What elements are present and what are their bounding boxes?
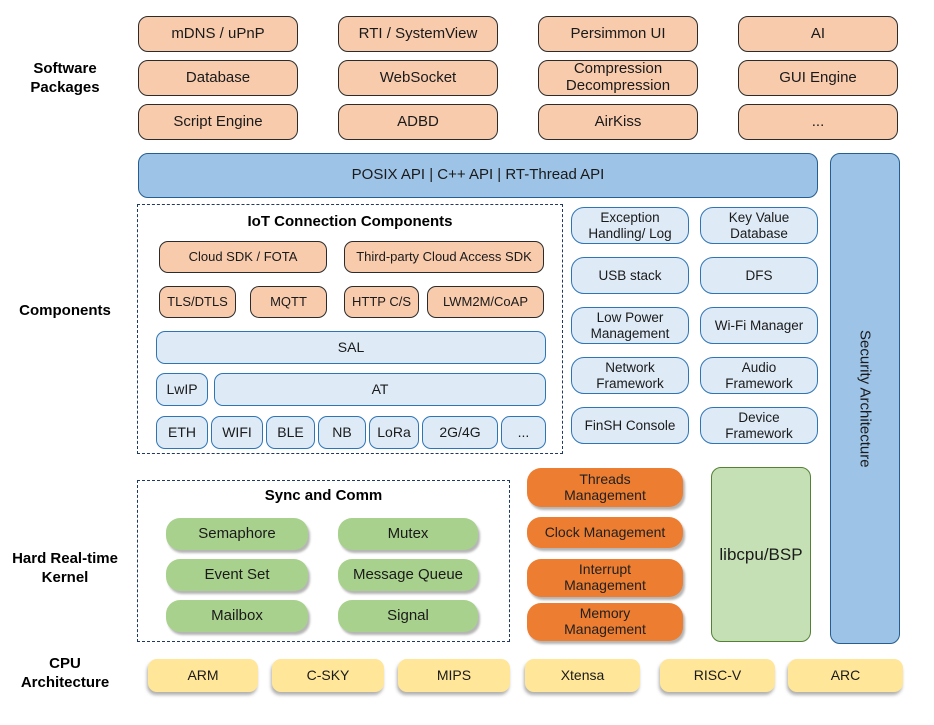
section-label-cpu: CPU Architecture bbox=[20, 655, 110, 691]
component-box-usb-stack: USB stack bbox=[571, 257, 689, 294]
iot-box-lwip: LwIP bbox=[156, 373, 208, 406]
kernel-box-threads-management: Threads Management bbox=[527, 468, 683, 507]
package-box-persimmon-ui: Persimmon UI bbox=[538, 16, 698, 52]
component-box-key-value-db: Key Value Database bbox=[700, 207, 818, 244]
security-architecture-bar: Security Architecture bbox=[830, 153, 900, 644]
component-box-wifi-manager: Wi-Fi Manager bbox=[700, 307, 818, 344]
security-architecture-label: Security Architecture bbox=[856, 329, 874, 468]
libcpu-bsp-box: libcpu/BSP bbox=[711, 467, 811, 642]
package-box-more: ... bbox=[738, 104, 898, 140]
cpu-box-arm: ARM bbox=[148, 659, 258, 692]
iot-link-wifi: WIFI bbox=[211, 416, 263, 449]
iot-box-tls-dtls: TLS/DTLS bbox=[159, 286, 236, 318]
package-box-compression: Compression Decompression bbox=[538, 60, 698, 96]
kernel-box-message-queue: Message Queue bbox=[338, 559, 478, 591]
cpu-box-c-sky: C-SKY bbox=[272, 659, 384, 692]
section-label-software-packages: Software Packages bbox=[30, 60, 100, 96]
kernel-box-mutex: Mutex bbox=[338, 518, 478, 550]
api-layer-bar: POSIX API | C++ API | RT-Thread API bbox=[138, 153, 818, 198]
iot-connection-components-box: IoT Connection Components Cloud SDK / FO… bbox=[137, 204, 563, 454]
package-box-database: Database bbox=[138, 60, 298, 96]
kernel-box-event-set: Event Set bbox=[166, 559, 308, 591]
iot-link-ble: BLE bbox=[266, 416, 315, 449]
iot-link-lora: LoRa bbox=[369, 416, 419, 449]
component-box-audio-framework: Audio Framework bbox=[700, 357, 818, 394]
iot-link-nb: NB bbox=[318, 416, 366, 449]
package-box-airkiss: AirKiss bbox=[538, 104, 698, 140]
kernel-box-interrupt-management: Interrupt Management bbox=[527, 559, 683, 597]
component-box-dfs: DFS bbox=[700, 257, 818, 294]
component-box-network-framework: Network Framework bbox=[571, 357, 689, 394]
cpu-box-arc: ARC bbox=[788, 659, 903, 692]
kernel-box-clock-management: Clock Management bbox=[527, 517, 683, 548]
package-box-websocket: WebSocket bbox=[338, 60, 498, 96]
component-box-finsh-console: FinSH Console bbox=[571, 407, 689, 444]
kernel-box-signal: Signal bbox=[338, 600, 478, 632]
cpu-box-xtensa: Xtensa bbox=[525, 659, 640, 692]
iot-link-more: ... bbox=[501, 416, 546, 449]
package-box-ai: AI bbox=[738, 16, 898, 52]
cpu-box-mips: MIPS bbox=[398, 659, 510, 692]
iot-box-lwm2m-coap: LWM2M/CoAP bbox=[427, 286, 544, 318]
kernel-box-memory-management: Memory Management bbox=[527, 603, 683, 641]
cpu-box-risc-v: RISC-V bbox=[660, 659, 775, 692]
sync-and-comm-box: Sync and Comm Semaphore Mutex Event Set … bbox=[137, 480, 510, 642]
iot-box-mqtt: MQTT bbox=[250, 286, 327, 318]
package-box-rti-systemview: RTI / SystemView bbox=[338, 16, 498, 52]
section-label-kernel: Hard Real-time Kernel bbox=[12, 550, 118, 586]
iot-box-http-cs: HTTP C/S bbox=[344, 286, 419, 318]
package-box-script-engine: Script Engine bbox=[138, 104, 298, 140]
iot-box-thirdparty-sdk: Third-party Cloud Access SDK bbox=[344, 241, 544, 273]
software-packages-grid: mDNS / uPnP RTI / SystemView Persimmon U… bbox=[138, 16, 898, 140]
section-label-components: Components bbox=[19, 302, 111, 319]
iot-box-cloud-sdk-fota: Cloud SDK / FOTA bbox=[159, 241, 327, 273]
iot-connection-components-title: IoT Connection Components bbox=[247, 213, 453, 230]
iot-link-2g4g: 2G/4G bbox=[422, 416, 498, 449]
component-box-device-framework: Device Framework bbox=[700, 407, 818, 444]
package-box-gui-engine: GUI Engine bbox=[738, 60, 898, 96]
iot-box-sal: SAL bbox=[156, 331, 546, 364]
component-box-low-power: Low Power Management bbox=[571, 307, 689, 344]
package-box-mdns-upnp: mDNS / uPnP bbox=[138, 16, 298, 52]
kernel-box-semaphore: Semaphore bbox=[166, 518, 308, 550]
component-box-exception-log: Exception Handling/ Log bbox=[571, 207, 689, 244]
kernel-box-mailbox: Mailbox bbox=[166, 600, 308, 632]
iot-link-eth: ETH bbox=[156, 416, 208, 449]
iot-box-at: AT bbox=[214, 373, 546, 406]
components-grid: Exception Handling/ Log Key Value Databa… bbox=[571, 207, 818, 444]
package-box-adbd: ADBD bbox=[338, 104, 498, 140]
sync-and-comm-title: Sync and Comm bbox=[264, 487, 383, 504]
